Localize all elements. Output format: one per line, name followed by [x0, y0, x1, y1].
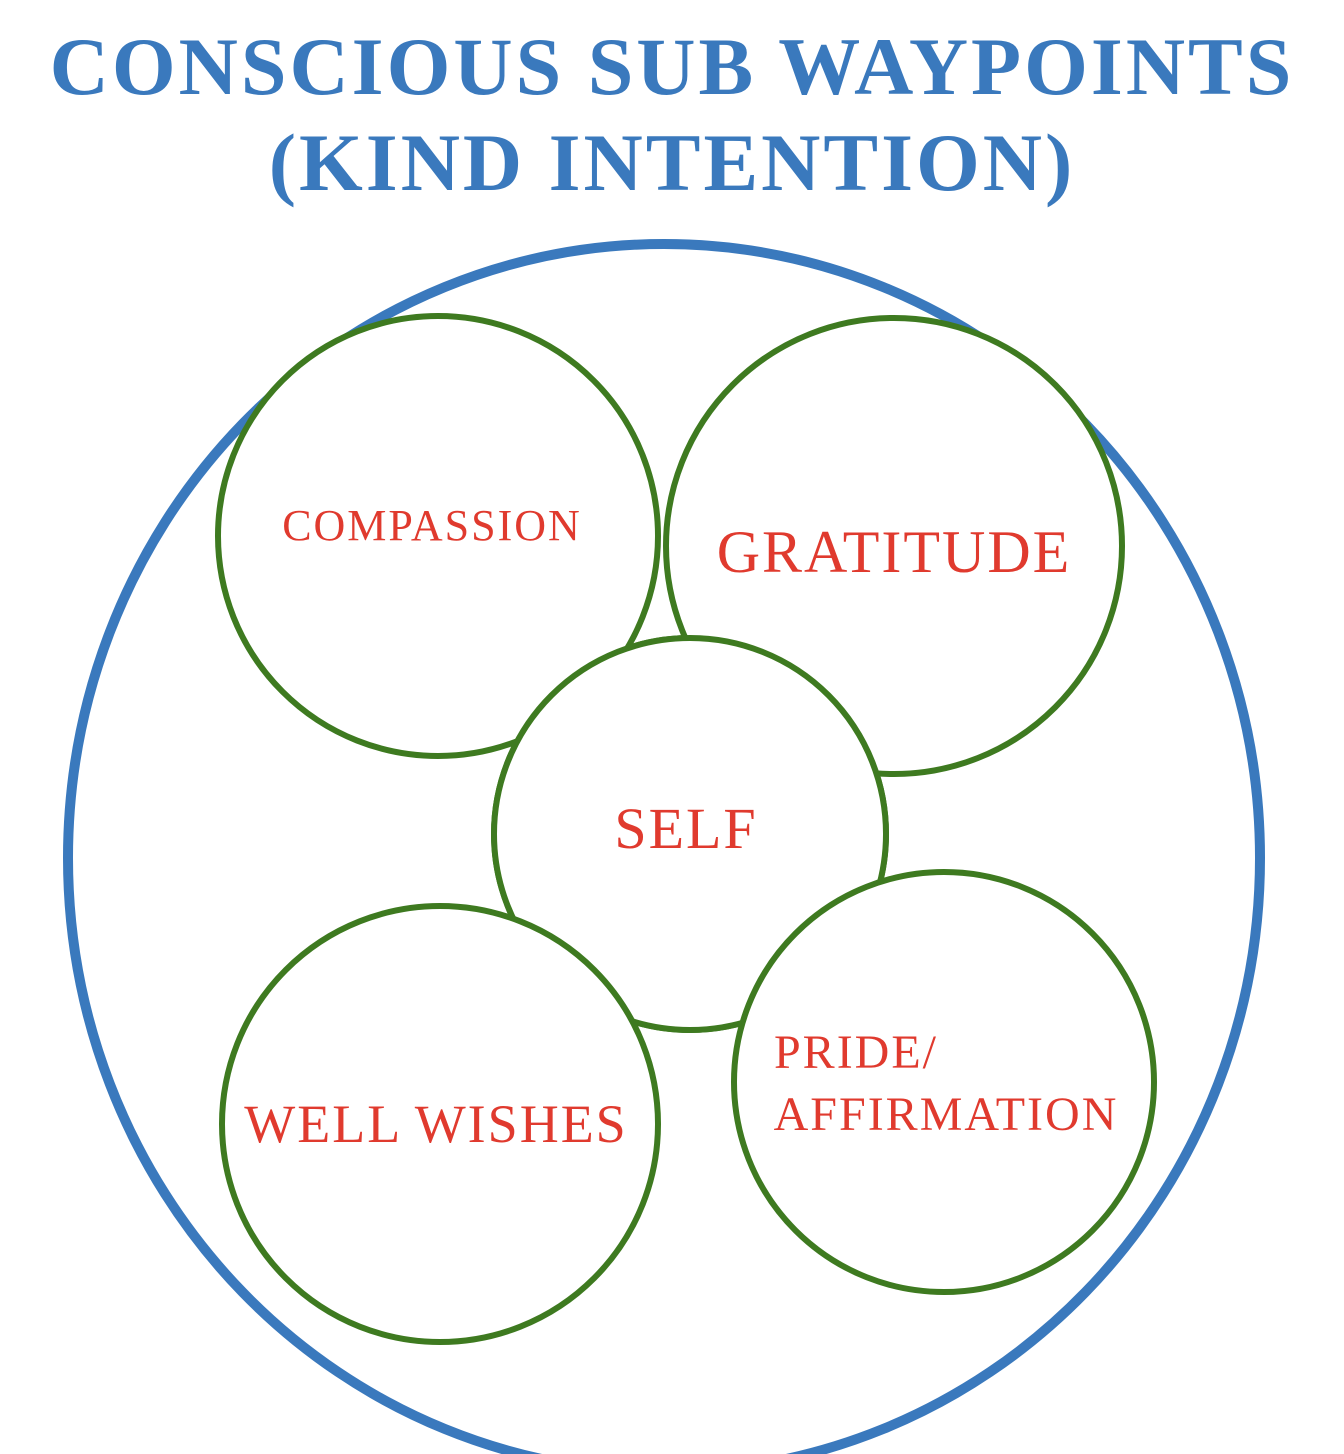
node-pride-affirmation-label-line-2: AFFIRMATION: [774, 1088, 1119, 1141]
node-well-wishes: WELL WISHES: [219, 903, 661, 1345]
node-compassion-label: COMPASSION: [282, 501, 582, 550]
node-well-wishes-label: WELL WISHES: [244, 1094, 627, 1154]
node-self-label-overlay: SELF: [614, 796, 757, 861]
node-well-wishes-circle: [219, 903, 661, 1345]
diagram-title-line-2: (KIND INTENTION): [268, 117, 1076, 208]
node-pride-affirmation: PRIDE/ AFFIRMATION: [731, 869, 1157, 1295]
node-pride-affirmation-circle: [731, 869, 1157, 1295]
node-compassion-circle: [215, 313, 661, 759]
node-self-circle-overlay: [491, 635, 889, 1033]
node-gratitude-label: GRATITUDE: [717, 519, 1072, 585]
diagram-title-line-1: CONSCIOUS SUB WAYPOINTS: [49, 21, 1295, 112]
outer-circle: [63, 239, 1265, 1454]
node-pride-affirmation-label-line-1: PRIDE/: [774, 1026, 938, 1079]
node-compassion: COMPASSION: [215, 313, 661, 759]
